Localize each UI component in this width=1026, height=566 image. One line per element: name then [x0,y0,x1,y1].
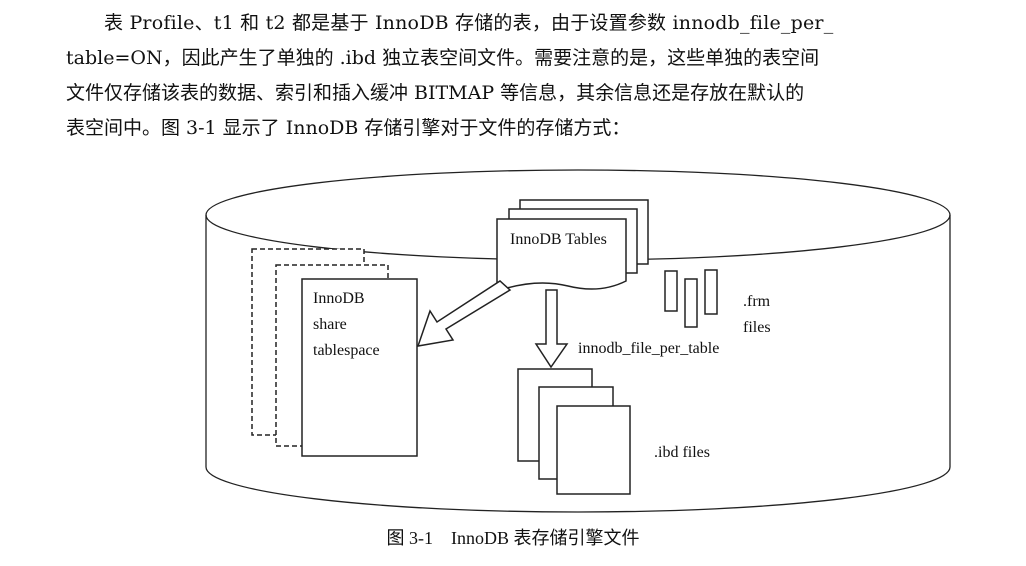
ibd-files-label: .ibd files [654,444,710,461]
file-per-table-label: innodb_file_per_table [578,340,719,357]
body-paragraph: 表 Profile、t1 和 t2 都是基于 InnoDB 存储的表，由于设置参… [66,6,962,146]
frm-files-icon [664,269,718,328]
paragraph-line-1: 表 Profile、t1 和 t2 都是基于 InnoDB 存储的表，由于设置参… [104,12,834,34]
share-label-line-1: InnoDB [313,290,365,307]
ibd-files-stack [517,368,631,495]
paragraph-line-2: table=ON，因此产生了单独的 .ibd 独立表空间文件。需要注意的是，这些… [66,47,820,69]
arrow-to-ibd-files [534,289,569,369]
figure-caption: 图 3-1 InnoDB 表存储引擎文件 [0,524,1026,550]
arrow-to-share-tablespace [416,280,512,347]
share-label-line-3: tablespace [313,342,380,359]
frm-label-line-1: .frm [743,293,771,310]
innodb-tables-label: InnoDB Tables [510,231,607,248]
figure-number: 图 3-1 [386,528,434,548]
share-label-line-2: share [313,316,347,333]
paragraph-line-3: 文件仅存储该表的数据、索引和插入缓冲 BITMAP 等信息，其余信息还是存放在默… [66,82,805,104]
share-tablespace-stack: InnoDB share tablespace [251,248,418,457]
figure-title: InnoDB 表存储引擎文件 [451,528,640,548]
innodb-tables-stack: InnoDB Tables [496,199,649,293]
frm-label-line-2: files [743,319,771,336]
paragraph-line-4: 表空间中。图 3-1 显示了 InnoDB 存储引擎对于文件的存储方式： [66,117,631,139]
